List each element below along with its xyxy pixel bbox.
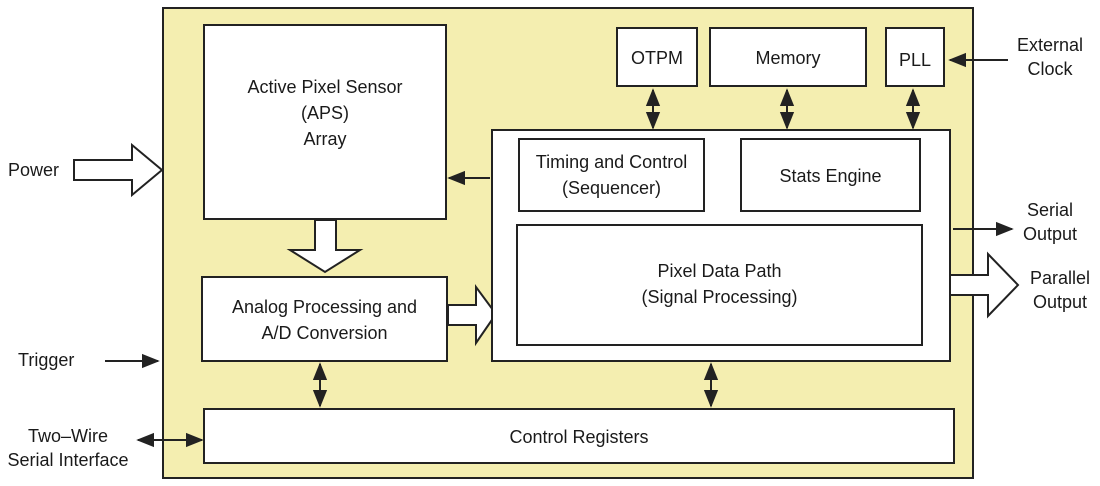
trigger-label: Trigger bbox=[18, 350, 75, 370]
stats-engine-block: Stats Engine bbox=[740, 138, 921, 212]
pixel-path-line1: Pixel Data Path bbox=[657, 261, 782, 281]
timing-line2: (Sequencer) bbox=[561, 178, 662, 198]
control-registers-block: Control Registers bbox=[203, 408, 955, 464]
otpm-label: OTPM bbox=[631, 48, 683, 68]
timing-line1: Timing and Control bbox=[535, 152, 688, 172]
aps-array-block: Active Pixel Sensor (APS) Array bbox=[203, 24, 447, 220]
external-clock-label: External Clock bbox=[1005, 33, 1095, 81]
pll-label: PLL bbox=[898, 50, 932, 70]
aps-to-analog-arrow bbox=[286, 219, 364, 274]
parallel-output-line2: Output bbox=[1032, 292, 1088, 312]
parallel-output-line1: Parallel bbox=[1029, 268, 1091, 288]
control-registers-label: Control Registers bbox=[509, 427, 649, 447]
parallel-output-arrow bbox=[949, 251, 1020, 319]
external-clock-line1: External bbox=[1016, 35, 1084, 55]
analog-line2: A/D Conversion bbox=[261, 323, 388, 343]
pixel-data-path-block: Pixel Data Path (Signal Processing) bbox=[516, 224, 923, 346]
analog-processing-block: Analog Processing and A/D Conversion bbox=[201, 276, 448, 362]
otpm-block: OTPM bbox=[616, 27, 698, 87]
serial-output-label: Serial Output bbox=[1010, 198, 1090, 246]
aps-line1: Active Pixel Sensor bbox=[247, 77, 403, 97]
two-wire-label-line2: Serial Interface bbox=[7, 450, 129, 470]
analog-to-pixelpath-arrow bbox=[447, 283, 498, 347]
aps-line2: (APS) bbox=[300, 103, 349, 123]
two-wire-label-line1: Two–Wire bbox=[27, 426, 108, 446]
stats-engine-label: Stats Engine bbox=[779, 166, 882, 186]
aps-line3: Array bbox=[303, 129, 347, 149]
serial-output-line1: Serial bbox=[1026, 200, 1074, 220]
external-clock-line2: Clock bbox=[1027, 59, 1073, 79]
pll-block: PLL bbox=[885, 27, 945, 87]
power-arrow bbox=[73, 142, 164, 198]
parallel-output-label: Parallel Output bbox=[1020, 266, 1100, 314]
pixel-path-line2: (Signal Processing) bbox=[641, 287, 798, 307]
analog-line1: Analog Processing and bbox=[231, 297, 418, 317]
two-wire-label: Two–Wire Serial Interface bbox=[0, 424, 136, 472]
power-label: Power bbox=[8, 160, 60, 180]
timing-control-block: Timing and Control (Sequencer) bbox=[518, 138, 705, 212]
memory-block: Memory bbox=[709, 27, 867, 87]
serial-output-line2: Output bbox=[1022, 224, 1078, 244]
memory-label: Memory bbox=[755, 48, 821, 68]
